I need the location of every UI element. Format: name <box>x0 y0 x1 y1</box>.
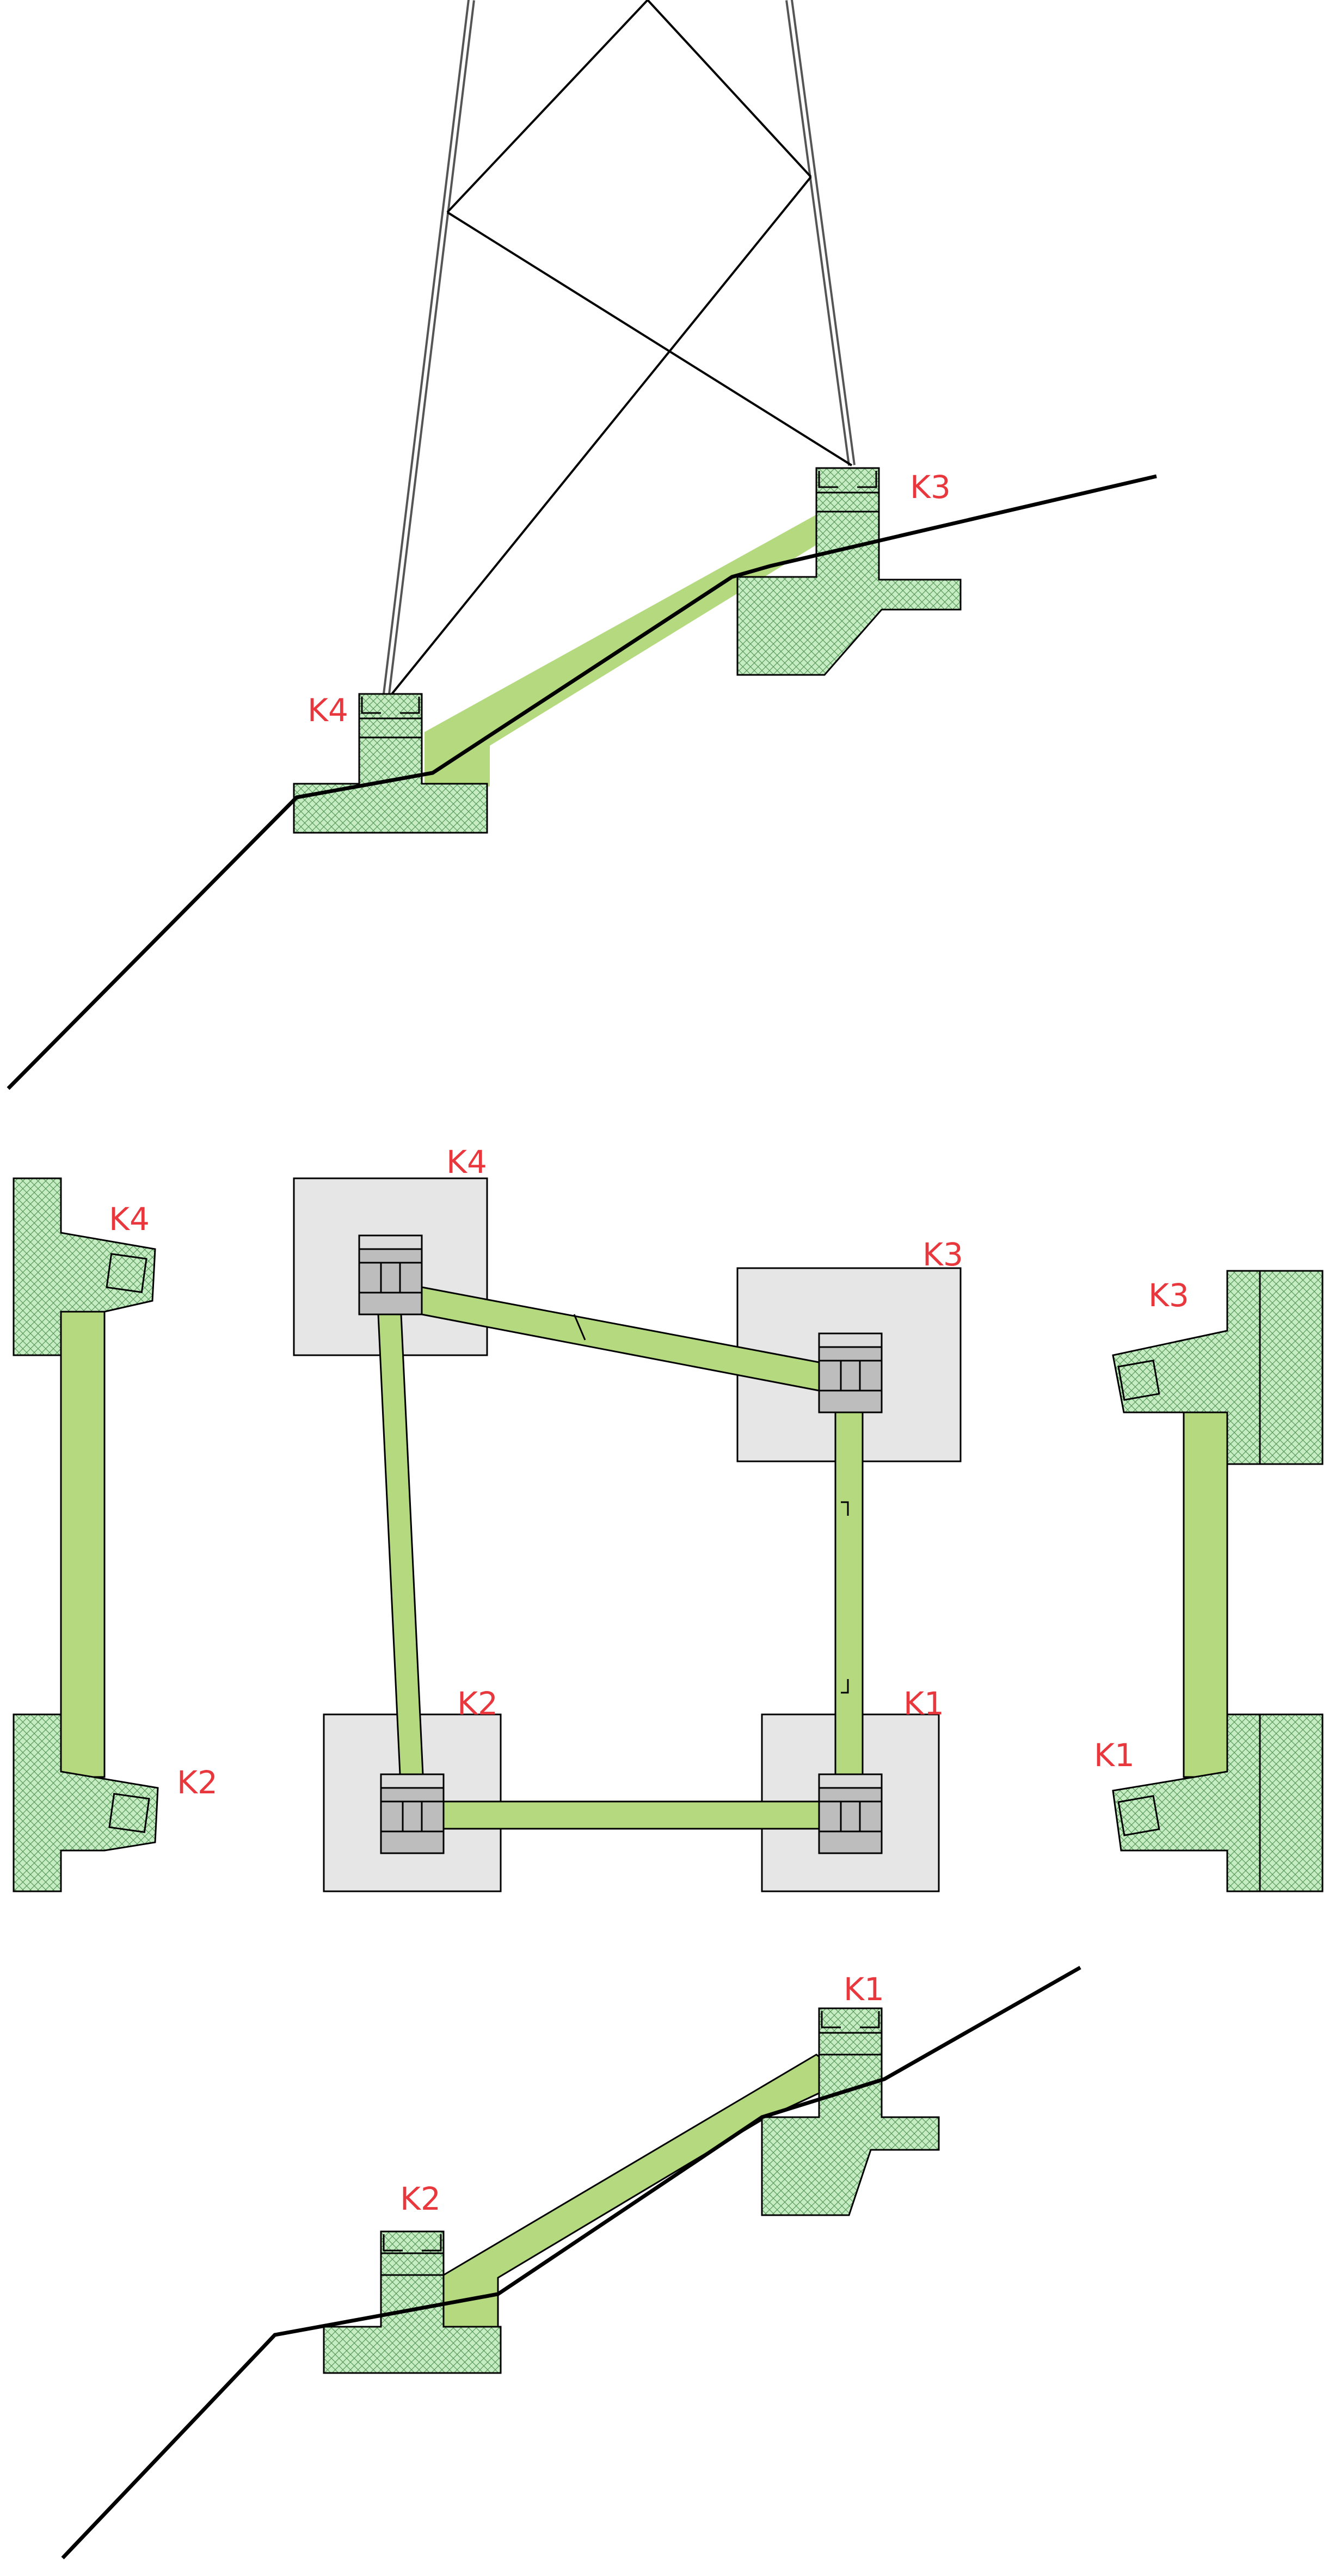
side-view-left: K4 K2 <box>13 1177 218 1892</box>
footing-k2-elevation <box>323 2230 502 2374</box>
side-view-right: K3 K1 <box>1094 1270 1324 1892</box>
label-k3-side: K3 <box>1148 1277 1189 1314</box>
footing-k2-side <box>13 1713 159 1892</box>
pier-k4-plan <box>358 1234 423 1315</box>
label-k2-side: K2 <box>177 1764 218 1801</box>
tie-beam-side-left <box>60 1311 106 1778</box>
label-k4-plan: K4 <box>446 1143 487 1181</box>
ground-line-top <box>7 474 1157 1090</box>
footing-k4-side <box>13 1177 156 1356</box>
tie-beam-side-right <box>1183 1411 1228 1778</box>
label-k4-side: K4 <box>109 1201 150 1238</box>
label-k3-elevation: K3 <box>910 469 951 506</box>
tower-frame <box>383 0 856 695</box>
beam-marks <box>573 1314 849 1694</box>
footing-k1-elevation <box>761 2007 940 2216</box>
footing-k1-side <box>1112 1713 1324 1892</box>
label-k1-elevation: K1 <box>844 1971 884 2008</box>
footing-k4-elevation <box>293 693 488 834</box>
label-k1-plan: K1 <box>903 1685 944 1722</box>
pier-k3-plan <box>818 1332 883 1413</box>
pier-k1-plan <box>818 1773 883 1854</box>
elevation-top: K3 K4 <box>7 0 1157 1090</box>
label-k2-plan: K2 <box>457 1685 498 1722</box>
footing-k3-side <box>1112 1270 1324 1465</box>
label-k4-elevation: K4 <box>307 692 348 729</box>
elevation-bottom: K1 K2 <box>61 1965 1081 2560</box>
plan-view: K4 K3 K2 K1 <box>293 1143 963 1892</box>
label-k3-plan: K3 <box>922 1236 963 1273</box>
ground-line-bottom <box>61 1965 1081 2560</box>
label-k1-side: K1 <box>1094 1737 1135 1774</box>
pier-k2-plan <box>380 1773 445 1854</box>
label-k2-elevation: K2 <box>400 2180 441 2217</box>
